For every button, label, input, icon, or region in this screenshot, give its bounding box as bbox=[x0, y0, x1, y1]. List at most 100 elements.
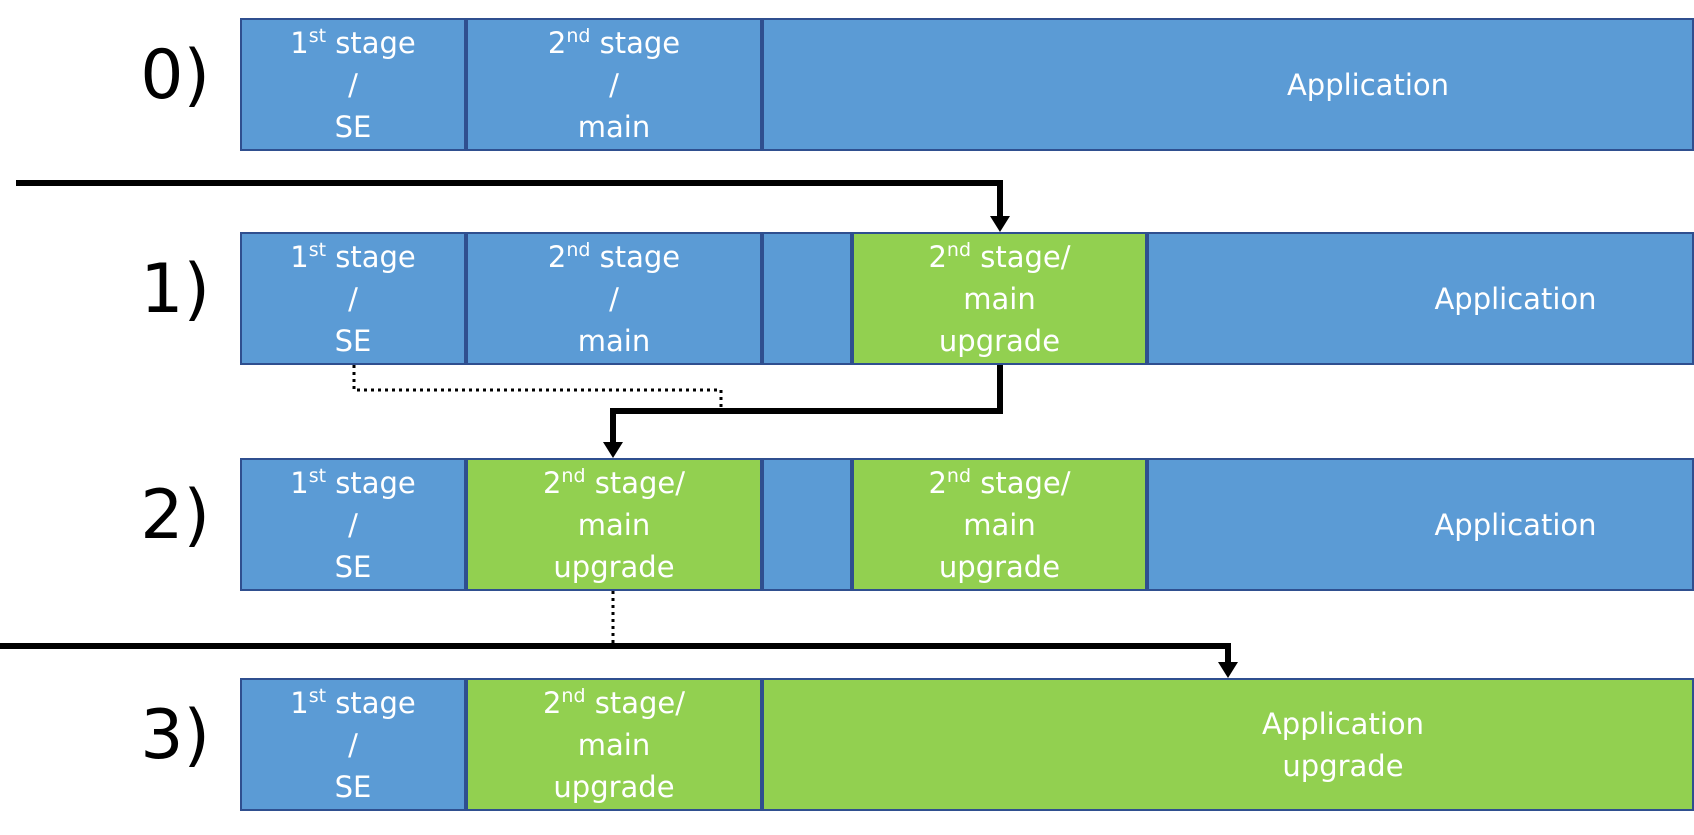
stage-number: 1 bbox=[290, 465, 309, 500]
stage-number: 2 bbox=[928, 239, 947, 274]
arrow-head-icon bbox=[1218, 662, 1238, 678]
stage-text: stage bbox=[326, 25, 416, 60]
block-line: main bbox=[577, 323, 651, 358]
ordinal-suffix: st bbox=[308, 464, 327, 487]
block-line: / bbox=[348, 727, 358, 762]
block-line: 2nd stage bbox=[548, 236, 680, 278]
block-line: upgrade bbox=[938, 549, 1061, 584]
arrow-head-icon bbox=[990, 216, 1010, 232]
second-stage-main-upgrade-block: 2nd stage/main upgrade bbox=[466, 678, 762, 811]
block-text: 2nd stage/main bbox=[548, 236, 680, 362]
block-line: 2nd stage bbox=[548, 22, 680, 64]
block-line: Application bbox=[1434, 507, 1597, 542]
block-line: upgrade bbox=[553, 769, 675, 804]
second-stage-main-block: 2nd stage/main bbox=[466, 232, 762, 365]
block-text: 2nd stage/main upgrade bbox=[543, 462, 685, 588]
stage-number: 2 bbox=[542, 465, 562, 500]
block-line: 1st stage bbox=[290, 462, 416, 504]
stage-text: stage bbox=[326, 239, 416, 274]
block-line: SE bbox=[334, 109, 372, 144]
spacer-block bbox=[762, 232, 852, 365]
arrow-line-into-application-upgrade bbox=[0, 643, 1231, 662]
ordinal-suffix: nd bbox=[561, 684, 586, 707]
ordinal-suffix: st bbox=[308, 24, 327, 47]
stage-number: 2 bbox=[547, 239, 567, 274]
block-line: upgrade bbox=[938, 323, 1061, 358]
block-text: 1st stage/SE bbox=[290, 236, 416, 362]
stage-number: 2 bbox=[542, 685, 562, 720]
stage-text: stage/ bbox=[585, 465, 686, 500]
stage-number: 1 bbox=[290, 25, 309, 60]
block-line: main bbox=[963, 281, 1036, 316]
block-text: 1st stage/SE bbox=[290, 22, 416, 148]
ordinal-suffix: nd bbox=[566, 238, 591, 261]
block-line: / bbox=[609, 281, 619, 316]
block-text: Application bbox=[1434, 504, 1596, 546]
block-line: upgrade bbox=[1282, 748, 1404, 783]
stage-number: 1 bbox=[290, 685, 309, 720]
block-line: main bbox=[577, 507, 651, 542]
block-text: Application bbox=[1287, 64, 1449, 106]
stage-text: stage bbox=[590, 25, 681, 60]
block-line: main bbox=[577, 109, 651, 144]
block-line: 1st stage bbox=[290, 236, 416, 278]
ordinal-suffix: nd bbox=[566, 24, 591, 47]
block-line: Application bbox=[1434, 281, 1597, 316]
block-line: Application bbox=[1261, 706, 1425, 741]
block-line: 2nd stage/ bbox=[928, 462, 1070, 504]
block-line: 1st stage bbox=[290, 22, 416, 64]
first-stage-se-block: 1st stage/SE bbox=[240, 458, 466, 591]
block-line: 2nd stage/ bbox=[928, 236, 1070, 278]
ordinal-suffix: nd bbox=[946, 464, 972, 487]
block-line: / bbox=[348, 281, 358, 316]
block-line: Application bbox=[1286, 67, 1450, 102]
application-block: Application bbox=[762, 18, 1694, 151]
block-line: SE bbox=[334, 549, 372, 584]
block-line: 2nd stage/ bbox=[543, 462, 685, 504]
step-label: 0) bbox=[140, 36, 210, 115]
application-block: Application bbox=[1147, 458, 1694, 591]
stage-text: stage/ bbox=[585, 685, 686, 720]
first-stage-se-block: 1st stage/SE bbox=[240, 678, 466, 811]
stage-text: stage bbox=[590, 239, 681, 274]
arrow-line-main-upgrade-to-slot bbox=[610, 365, 1003, 442]
application-block: Application bbox=[1147, 232, 1694, 365]
arrow-head-icon bbox=[603, 442, 623, 458]
stage-text: stage bbox=[326, 465, 416, 500]
block-text: 1st stage/SE bbox=[290, 462, 416, 588]
stage-number: 2 bbox=[928, 465, 947, 500]
second-stage-main-upgrade-block: 2nd stage/main upgrade bbox=[466, 458, 762, 591]
step-label: 3) bbox=[140, 696, 210, 775]
first-stage-se-block: 1st stage/SE bbox=[240, 232, 466, 365]
arrow-line-into-main-upgrade bbox=[16, 180, 1003, 216]
block-text: 2nd stage/main bbox=[548, 22, 680, 148]
second-stage-main-upgrade-block: 2nd stage/main upgrade bbox=[852, 232, 1147, 365]
step-label: 1) bbox=[140, 250, 210, 329]
block-line: main bbox=[577, 727, 651, 762]
application-upgrade-block: Application upgrade bbox=[762, 678, 1694, 811]
block-line: SE bbox=[334, 769, 372, 804]
block-line: / bbox=[609, 67, 619, 102]
second-stage-main-block: 2nd stage/main bbox=[466, 18, 762, 151]
ordinal-suffix: nd bbox=[946, 238, 972, 261]
stage-text: stage/ bbox=[971, 239, 1071, 274]
ordinal-suffix: st bbox=[308, 238, 327, 261]
block-line: / bbox=[348, 67, 358, 102]
stage-text: stage/ bbox=[971, 465, 1071, 500]
ordinal-suffix: nd bbox=[561, 464, 586, 487]
block-line: upgrade bbox=[553, 549, 675, 584]
stage-number: 2 bbox=[547, 25, 567, 60]
stage-text: stage bbox=[326, 685, 416, 720]
block-text: 2nd stage/main upgrade bbox=[928, 236, 1070, 362]
first-stage-se-block: 1st stage/SE bbox=[240, 18, 466, 151]
block-text: 1st stage/SE bbox=[290, 682, 416, 808]
block-line: 1st stage bbox=[290, 682, 416, 724]
ordinal-suffix: st bbox=[308, 684, 327, 707]
block-text: 2nd stage/main upgrade bbox=[543, 682, 685, 808]
block-text: Application bbox=[1434, 278, 1596, 320]
step-label: 2) bbox=[140, 476, 210, 555]
spacer-block bbox=[762, 458, 852, 591]
